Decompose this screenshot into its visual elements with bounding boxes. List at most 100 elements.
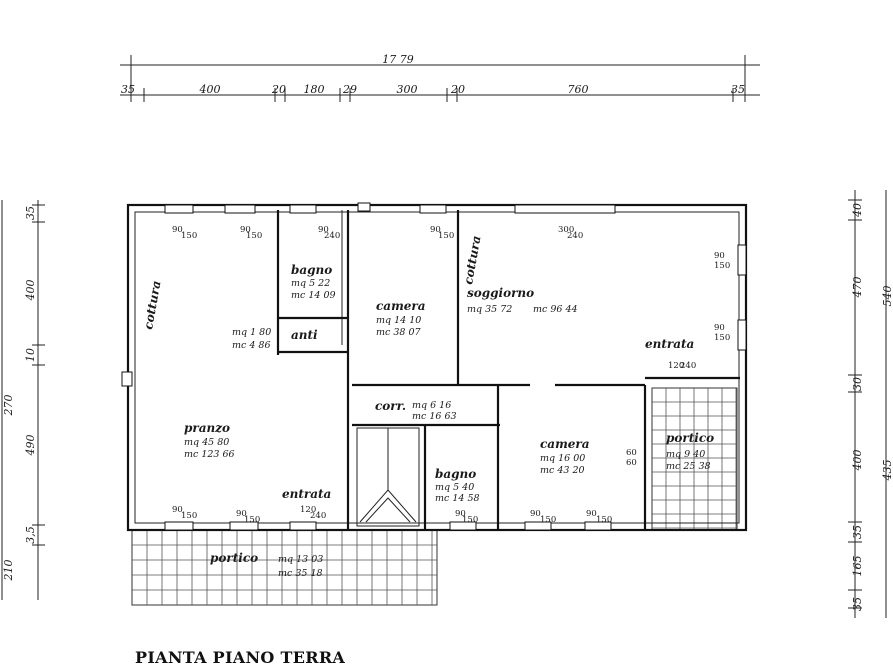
opening-15b: 60 <box>626 458 637 468</box>
opening-6: 90 <box>714 251 725 261</box>
room-camera-1-name: camera <box>376 299 426 313</box>
room-anti-mc: mc 4 86 <box>232 340 271 351</box>
room-bagno-2-mc: mc 14 58 <box>435 493 480 504</box>
room-portico-1-name: portico <box>666 431 714 445</box>
opening-1b: 150 <box>181 231 197 241</box>
dim-right-7: 35 <box>851 597 864 611</box>
opening-labels: 90 150 90 150 90 240 90 150 300 240 90 1… <box>172 225 730 525</box>
room-portico-1-mc: mc 25 38 <box>666 461 711 472</box>
label-entrata-2: entrata <box>282 487 331 501</box>
room-portico-1-mq: mq 9 40 <box>666 449 705 460</box>
room-soggiorno-name: soggiorno <box>467 286 534 300</box>
opening-3: 90 <box>318 225 329 235</box>
dim-top-9: 35 <box>731 83 745 96</box>
opening-9b: 150 <box>181 511 197 521</box>
opening-14: 90 <box>586 509 597 519</box>
opening-11b: 240 <box>310 511 326 521</box>
room-bagno-1-mc: mc 14 09 <box>291 290 336 301</box>
dim-left-3: 10 <box>24 348 37 362</box>
room-pranzo-mc: mc 123 66 <box>184 449 235 460</box>
room-corr-name: corr. <box>375 399 406 413</box>
dim-top-4: 180 <box>304 83 325 96</box>
opening-8: 120 <box>668 361 684 371</box>
dim-left-7: 270 <box>2 395 15 417</box>
room-corr-mq: mq 6 16 <box>412 400 451 411</box>
dim-top-8: 760 <box>568 83 589 96</box>
dim-total: 17 79 <box>382 53 414 66</box>
portico-tiles <box>131 387 738 606</box>
room-camera-2-mq: mq 16 00 <box>540 453 585 464</box>
opening-5b: 240 <box>567 231 583 241</box>
opening-10b: 150 <box>244 515 260 525</box>
dim-left-1: 35 <box>24 206 37 220</box>
dim-top-7: 20 <box>450 83 465 96</box>
room-anti-mq: mq 1 80 <box>232 327 271 338</box>
openings <box>121 202 747 531</box>
opening-1: 90 <box>172 225 183 235</box>
walls <box>126 203 748 532</box>
room-bagno-2-name: bagno <box>435 467 476 481</box>
right-dimensions: 40 470 30 400 35 165 35 540 435 <box>848 190 893 618</box>
dim-right-4: 400 <box>851 450 864 472</box>
opening-3b: 240 <box>324 231 340 241</box>
dim-right-9: 435 <box>881 460 893 482</box>
opening-10: 90 <box>236 509 247 519</box>
opening-11: 120 <box>300 505 316 515</box>
dim-right-3: 30 <box>851 377 864 391</box>
left-dimensions: 35 400 10 490 3,5 210 270 <box>1 200 45 600</box>
dim-top-6: 300 <box>397 83 418 96</box>
opening-7b: 150 <box>714 333 730 343</box>
room-camera-1-mq: mq 14 10 <box>376 315 421 326</box>
room-soggiorno-mq: mq 35 72 <box>467 304 512 315</box>
room-portico-2-mc: mc 35 18 <box>278 568 323 579</box>
room-anti-name: anti <box>291 328 318 342</box>
opening-12b: 150 <box>462 515 478 525</box>
opening-4b: 150 <box>438 231 454 241</box>
room-soggiorno-mc: mc 96 44 <box>533 304 578 315</box>
dim-left-6: 210 <box>2 560 15 582</box>
room-camera-2-name: camera <box>540 437 590 451</box>
label-entrata-1: entrata <box>645 337 694 351</box>
dim-right-8: 540 <box>881 286 893 307</box>
opening-9: 90 <box>172 505 183 515</box>
room-pranzo-mq: mq 45 80 <box>184 437 229 448</box>
room-portico-2-name: portico <box>210 551 258 565</box>
opening-4: 90 <box>430 225 441 235</box>
opening-7: 90 <box>714 323 725 333</box>
dim-top-3: 20 <box>271 83 286 96</box>
opening-5: 300 <box>558 225 574 235</box>
opening-15: 60 <box>626 448 637 458</box>
room-bagno-2-mq: mq 5 40 <box>435 482 474 493</box>
room-labels: cottura cottura bagno mq 5 22 mc 14 09 m… <box>141 235 714 579</box>
room-camera-2-mc: mc 43 20 <box>540 465 585 476</box>
opening-13b: 150 <box>540 515 556 525</box>
room-bagno-1-mq: mq 5 22 <box>291 278 330 289</box>
plan-title: PIANTA PIANO TERRA <box>135 648 346 667</box>
dim-top-1: 35 <box>121 83 135 96</box>
dim-top-2: 400 <box>199 83 221 96</box>
label-cottura-2: cottura <box>461 235 483 286</box>
dim-right-2: 470 <box>851 277 864 299</box>
dim-left-4: 490 <box>24 435 37 457</box>
room-camera-1-mc: mc 38 07 <box>376 327 422 338</box>
label-cottura-1: cottura <box>141 280 163 331</box>
room-pranzo-name: pranzo <box>184 421 230 435</box>
top-dimensions: 17 79 35 400 20 180 29 300 20 760 35 <box>120 53 760 102</box>
opening-12: 90 <box>455 509 466 519</box>
opening-2: 90 <box>240 225 251 235</box>
opening-2b: 150 <box>246 231 262 241</box>
room-portico-2-mq: mq 13 03 <box>278 554 323 565</box>
dim-left-5: 3,5 <box>24 526 37 544</box>
dim-right-1: 40 <box>851 203 864 218</box>
room-corr-mc: mc 16 63 <box>412 411 457 422</box>
opening-14b: 150 <box>596 515 612 525</box>
dim-right-5: 35 <box>851 525 864 539</box>
dim-right-6: 165 <box>851 556 864 577</box>
opening-6b: 150 <box>714 261 730 271</box>
opening-8b: 240 <box>680 361 696 371</box>
dim-top-5: 29 <box>342 83 357 96</box>
room-bagno-1-name: bagno <box>291 263 332 277</box>
dim-left-2: 400 <box>24 280 37 302</box>
opening-13: 90 <box>530 509 541 519</box>
